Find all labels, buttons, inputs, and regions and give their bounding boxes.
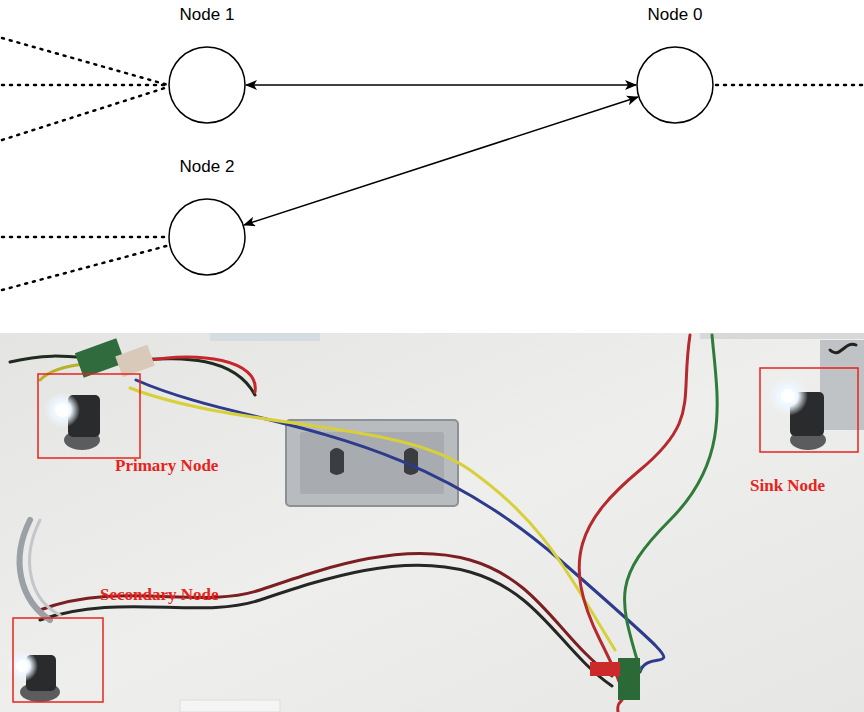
node-circle: Node 1 <box>167 5 247 125</box>
node-label: Node 0 <box>635 5 715 25</box>
node-circle: Node 2 <box>167 157 247 277</box>
node-label: Node 1 <box>167 5 247 25</box>
photo-caption: Primary Node <box>115 456 218 476</box>
dotted-links <box>2 38 862 290</box>
circle-outline <box>635 45 715 125</box>
photo-caption: Sink Node <box>750 476 825 496</box>
circle-outline <box>167 45 247 125</box>
node-label: Node 2 <box>167 157 247 177</box>
circle-outline <box>167 197 247 277</box>
node-circle: Node 0 <box>635 5 715 125</box>
link-arrow <box>246 84 636 86</box>
photo-caption: Secondary Node <box>100 585 219 605</box>
link-arrow <box>244 97 638 225</box>
testbed-photo <box>0 333 864 712</box>
